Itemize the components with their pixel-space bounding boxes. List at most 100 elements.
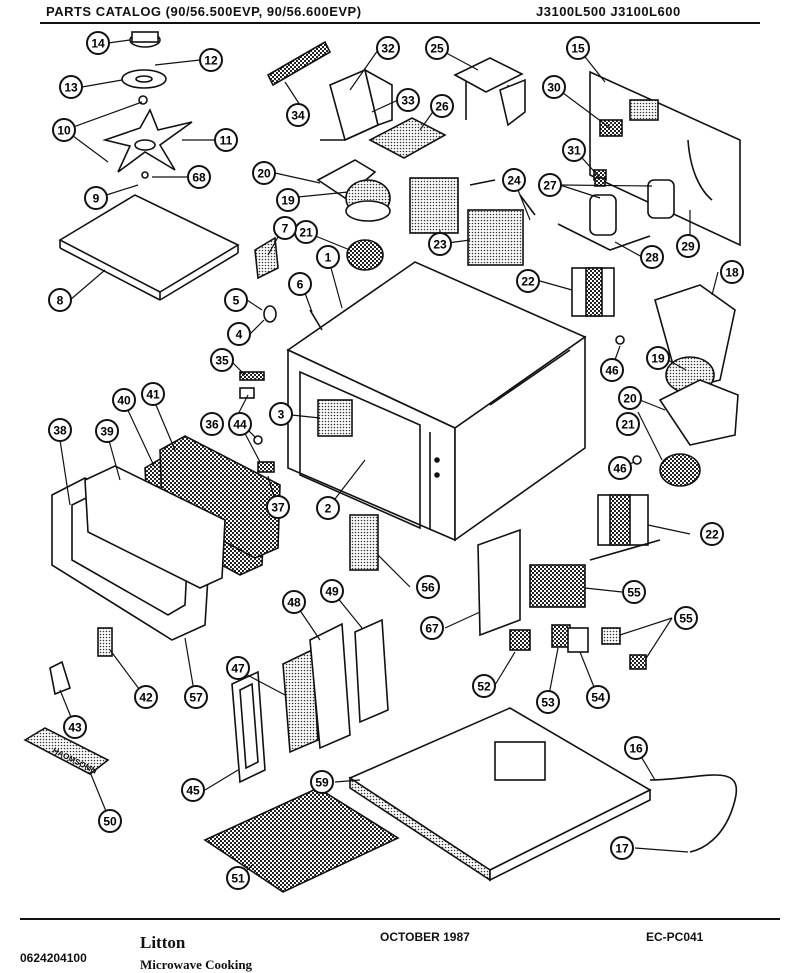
svg-text:42: 42: [139, 691, 153, 705]
svg-text:1: 1: [325, 251, 332, 265]
svg-text:25: 25: [430, 42, 444, 56]
mount-bracket-part: [453, 57, 526, 127]
callout-55-lower: 55: [674, 606, 698, 630]
magnetron-part: [409, 177, 524, 266]
callout-68: 68: [187, 165, 211, 189]
callout-6: 6: [288, 272, 312, 296]
callout-30: 30: [542, 75, 566, 99]
callout-2: 2: [316, 496, 340, 520]
switch-part: [349, 514, 379, 571]
callout-14: 14: [86, 31, 110, 55]
svg-text:48: 48: [287, 596, 301, 610]
svg-text:11: 11: [220, 134, 233, 148]
svg-text:15: 15: [571, 42, 585, 56]
mounting-plate-part: [477, 528, 521, 637]
svg-text:9: 9: [93, 192, 100, 206]
callout-10: 10: [52, 118, 76, 142]
svg-text:39: 39: [100, 425, 114, 439]
part-24: [469, 179, 536, 216]
callout-33: 33: [396, 88, 420, 112]
svg-text:52: 52: [477, 680, 491, 694]
svg-text:18: 18: [725, 266, 739, 280]
callout-26: 26: [430, 94, 454, 118]
cabinet-part: [286, 261, 587, 542]
callout-29: 29: [676, 234, 700, 258]
callout-36: 36: [200, 412, 224, 436]
relay-part: [529, 564, 586, 608]
svg-text:10: 10: [57, 124, 71, 138]
callout-40: 40: [112, 388, 136, 412]
svg-text:19: 19: [651, 352, 665, 366]
svg-text:3: 3: [278, 408, 285, 422]
svg-text:2: 2: [325, 502, 332, 516]
svg-text:67: 67: [425, 622, 439, 636]
part-drawings: [23, 31, 741, 893]
svg-text:53: 53: [541, 696, 555, 710]
part-46a: [615, 335, 625, 345]
callout-51: 51: [226, 866, 250, 890]
svg-text:45: 45: [186, 784, 200, 798]
blower-right-part: [654, 284, 739, 446]
svg-text:27: 27: [543, 179, 557, 193]
callout-7: 7: [273, 216, 297, 240]
callout-27: 27: [538, 173, 562, 197]
svg-text:59: 59: [315, 776, 329, 790]
svg-text:21: 21: [621, 418, 635, 432]
latch-part: [97, 627, 113, 657]
callout-8: 8: [48, 288, 72, 312]
callout-20-lower: 20: [618, 386, 642, 410]
svg-text:22: 22: [705, 528, 719, 542]
callout-41: 41: [141, 382, 165, 406]
callout-67: 67: [420, 616, 444, 640]
svg-text:46: 46: [605, 364, 619, 378]
part-5: [263, 305, 277, 323]
bracket-part: [266, 40, 332, 87]
callout-5: 5: [224, 288, 248, 312]
callout-18: 18: [720, 260, 744, 284]
callout-47: 47: [226, 656, 250, 680]
callout-37: 37: [266, 495, 290, 519]
svg-text:55: 55: [679, 612, 693, 626]
svg-text:4: 4: [236, 328, 243, 342]
svg-text:14: 14: [91, 37, 105, 51]
callout-23: 23: [428, 232, 452, 256]
fan-motor-stack: [102, 31, 193, 179]
svg-text:43: 43: [68, 721, 82, 735]
svg-text:7: 7: [282, 222, 289, 236]
svg-text:12: 12: [204, 54, 218, 68]
plate-part: [368, 117, 447, 159]
callout-19-lower: 19: [646, 346, 670, 370]
callout-13: 13: [59, 75, 83, 99]
callout-22-upper: 22: [516, 269, 540, 293]
callout-32: 32: [376, 36, 400, 60]
svg-text:57: 57: [189, 691, 203, 705]
callout-28: 28: [640, 245, 664, 269]
transformer-lower-part: [589, 494, 661, 561]
svg-text:24: 24: [507, 174, 521, 188]
svg-text:8: 8: [57, 294, 64, 308]
footer-part-code: 0624204100: [20, 951, 87, 965]
circuit-board-part: [589, 70, 741, 247]
callout-15: 15: [566, 36, 590, 60]
part-44: [253, 435, 263, 445]
svg-text:36: 36: [205, 418, 219, 432]
connector-55-part: [601, 627, 621, 645]
callout-38: 38: [48, 418, 72, 442]
svg-text:32: 32: [381, 42, 395, 56]
callout-20-upper: 20: [252, 161, 276, 185]
connector-55b-part: [629, 654, 647, 670]
svg-text:40: 40: [117, 394, 131, 408]
footer-brand: Litton: [140, 933, 186, 952]
blower-wheel-part: [346, 239, 384, 271]
svg-text:20: 20: [257, 167, 271, 181]
callout-55-upper: 55: [622, 580, 646, 604]
model-numbers: J3100L500 J3100L600: [536, 4, 681, 19]
svg-text:51: 51: [231, 872, 245, 886]
callout-34: 34: [286, 103, 310, 127]
callout-42: 42: [134, 685, 158, 709]
svg-text:31: 31: [567, 144, 581, 158]
blower-wheel-right-part: [659, 453, 701, 487]
panel-part: [282, 648, 319, 754]
svg-text:23: 23: [433, 238, 447, 252]
cord-part: [687, 139, 713, 201]
